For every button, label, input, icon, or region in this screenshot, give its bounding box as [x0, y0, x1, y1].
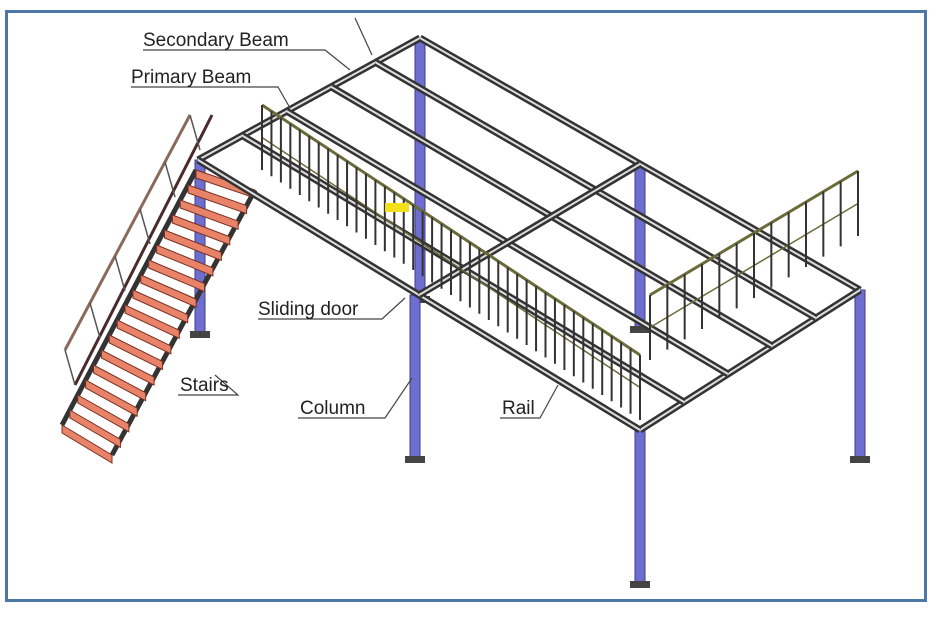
column-base-plate — [630, 581, 650, 588]
stair-stringer-right — [109, 188, 258, 457]
column — [409, 294, 421, 461]
stair-tread — [179, 199, 239, 230]
stair-rail-post — [64, 349, 76, 386]
diagram-frame — [5, 10, 927, 602]
stair-rail-post — [114, 255, 126, 292]
label-primary-beam: Primary Beam — [131, 67, 251, 88]
stair-tread — [108, 334, 163, 371]
stair-tread — [61, 424, 113, 464]
stair-tread — [187, 184, 248, 215]
stair-tread — [171, 214, 231, 246]
stair-handrail-outer — [63, 114, 192, 351]
deck-structure — [196, 34, 862, 433]
column — [634, 429, 646, 586]
leader-primary-beam — [131, 86, 291, 109]
stairs-drawing — [59, 114, 258, 464]
column — [854, 289, 866, 461]
sliding-door-latch — [385, 203, 409, 212]
primary-beam-slot — [418, 163, 641, 296]
stair-tread — [69, 409, 121, 449]
stair-rail-post — [139, 208, 151, 245]
stair-tread — [85, 379, 138, 418]
stair-tread — [132, 289, 189, 324]
label-sliding-door: Sliding door — [258, 299, 359, 320]
stair-tread — [100, 349, 155, 386]
stair-tread — [124, 304, 180, 340]
stair-tread — [140, 274, 197, 308]
column — [634, 164, 646, 331]
stair-tread — [148, 259, 206, 293]
label-stairs: Stairs — [180, 375, 229, 396]
leader-top — [354, 17, 373, 56]
stair-rail-post — [164, 161, 176, 198]
label-secondary-beam: Secondary Beam — [143, 30, 289, 51]
stair-rail-post — [89, 302, 101, 339]
stair-stringer-left — [59, 168, 199, 427]
column-base-plate — [850, 456, 870, 463]
column-base-plate — [405, 456, 425, 463]
rails — [261, 103, 859, 420]
stair-tread — [156, 244, 214, 277]
leader-secondary-beam — [143, 49, 351, 71]
leader-rail — [500, 384, 559, 419]
column-base-plate — [190, 331, 210, 338]
label-column: Column — [300, 398, 365, 419]
stair-tread — [163, 229, 222, 262]
stair-tread — [93, 364, 147, 402]
leader-lines — [131, 17, 559, 419]
column-base-plate — [630, 326, 650, 333]
edge-beam-back-left-slot — [197, 37, 421, 161]
leader-column — [298, 377, 413, 419]
stair-handrail-inner — [73, 114, 214, 386]
leader-sliding-door — [258, 297, 406, 320]
stair-rail-post — [189, 114, 201, 151]
edge-beam-front-right-slot — [639, 289, 861, 431]
leader-stairs — [178, 374, 240, 396]
label-rail: Rail — [502, 398, 535, 419]
stair-tread — [77, 394, 130, 433]
stair-tread — [116, 319, 172, 355]
